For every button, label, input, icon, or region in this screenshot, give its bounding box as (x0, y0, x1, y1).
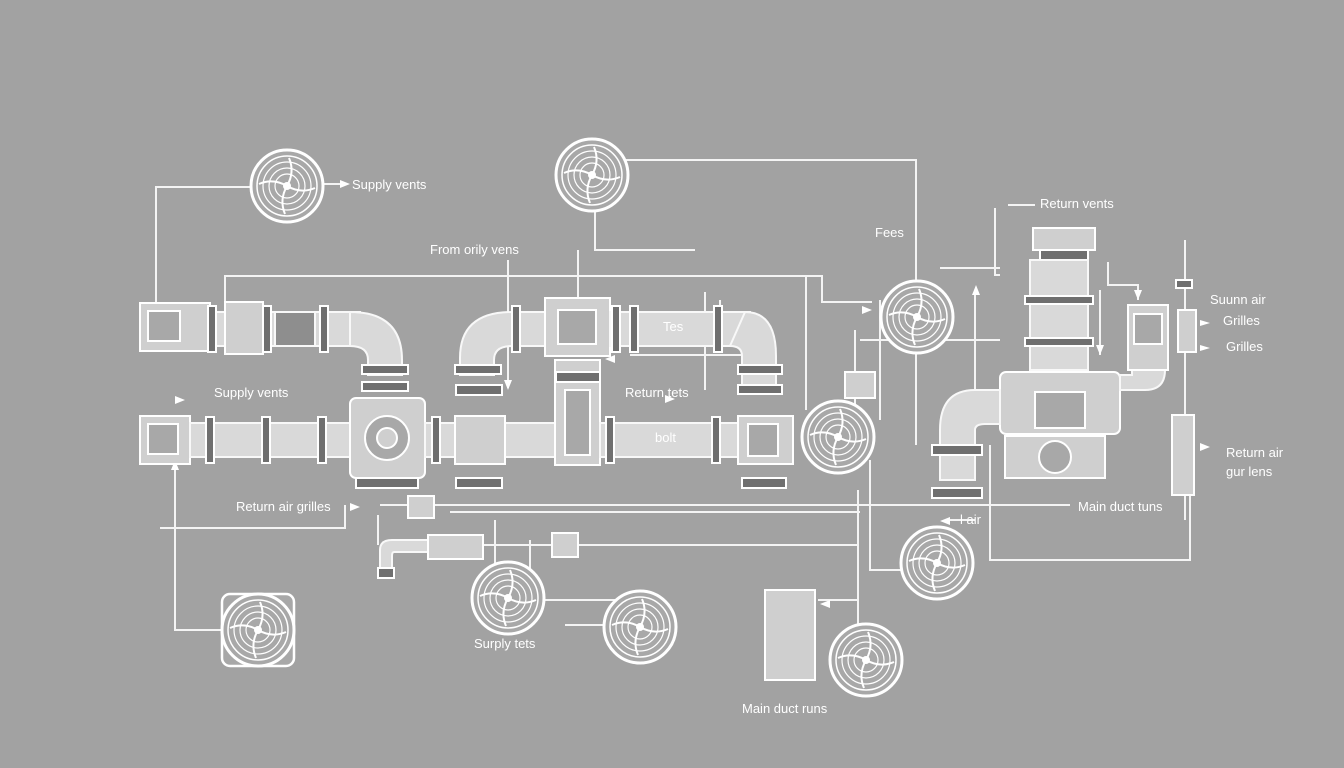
circular-fan-vent-icon (828, 622, 904, 698)
small-pipe (377, 495, 816, 681)
connector-lines (155, 159, 1191, 655)
label-grilles-1: Grilles (1223, 313, 1260, 328)
circular-fan-vent-icon (602, 589, 678, 665)
arrowhead-icon (1096, 345, 1104, 355)
circular-fan-vent-icon (800, 399, 876, 475)
right-duct-assembly (844, 227, 1197, 499)
arrowhead-icon (1200, 320, 1210, 326)
arrowhead-icon (1134, 290, 1142, 300)
label-l-air: l air (960, 512, 982, 527)
arrowhead-icon (940, 517, 950, 525)
lower-duct-run (139, 359, 794, 489)
label-gur-lens: gur lens (1226, 464, 1273, 479)
label-supply-vents-top: Supply vents (352, 177, 427, 192)
label-suunn-air: Suunn air (1210, 292, 1266, 307)
arrowhead-icon (1200, 345, 1210, 351)
arrowhead-icon (350, 503, 360, 511)
label-surply-tets: Surply tets (474, 636, 536, 651)
circular-fan-vent-icon (249, 148, 325, 224)
arrowhead-icon (340, 180, 350, 188)
labels: Supply vents From orily vens Fees Return… (214, 177, 1284, 716)
arrowhead-icon (820, 600, 830, 608)
circular-fan-vent-icon (554, 137, 630, 213)
arrowhead-icon (1200, 443, 1210, 451)
circular-fan-vent-icon (899, 525, 975, 601)
arrowhead-icon (665, 395, 675, 403)
label-bolt: bolt (655, 430, 676, 445)
label-from-orily-vens: From orily vens (430, 242, 519, 257)
label-supply-vents-left: Supply vents (214, 385, 289, 400)
label-return-vents: Return vents (1040, 196, 1114, 211)
arrowhead-icon (175, 396, 185, 404)
arrowhead-icon (972, 285, 980, 295)
label-return-air-grilles: Return air grilles (236, 499, 331, 514)
circular-fan-vent-icon (879, 279, 955, 355)
label-grilles-2: Grilles (1226, 339, 1263, 354)
arrowhead-icon (605, 355, 615, 363)
label-tes: Tes (663, 319, 684, 334)
arrowhead-icon (862, 306, 872, 314)
circular-fan-vent-icon (470, 560, 546, 636)
label-return-air: Return air (1226, 445, 1284, 460)
upper-duct-run (139, 297, 783, 395)
label-fees: Fees (875, 225, 904, 240)
label-return-tets: Return tets (625, 385, 689, 400)
label-main-duct-runs-bottom: Main duct runs (742, 701, 828, 716)
label-main-duct-runs-right: Main duct tuns (1078, 499, 1163, 514)
circular-fan-vent-icon (222, 594, 294, 666)
arrowhead-icon (504, 380, 512, 390)
